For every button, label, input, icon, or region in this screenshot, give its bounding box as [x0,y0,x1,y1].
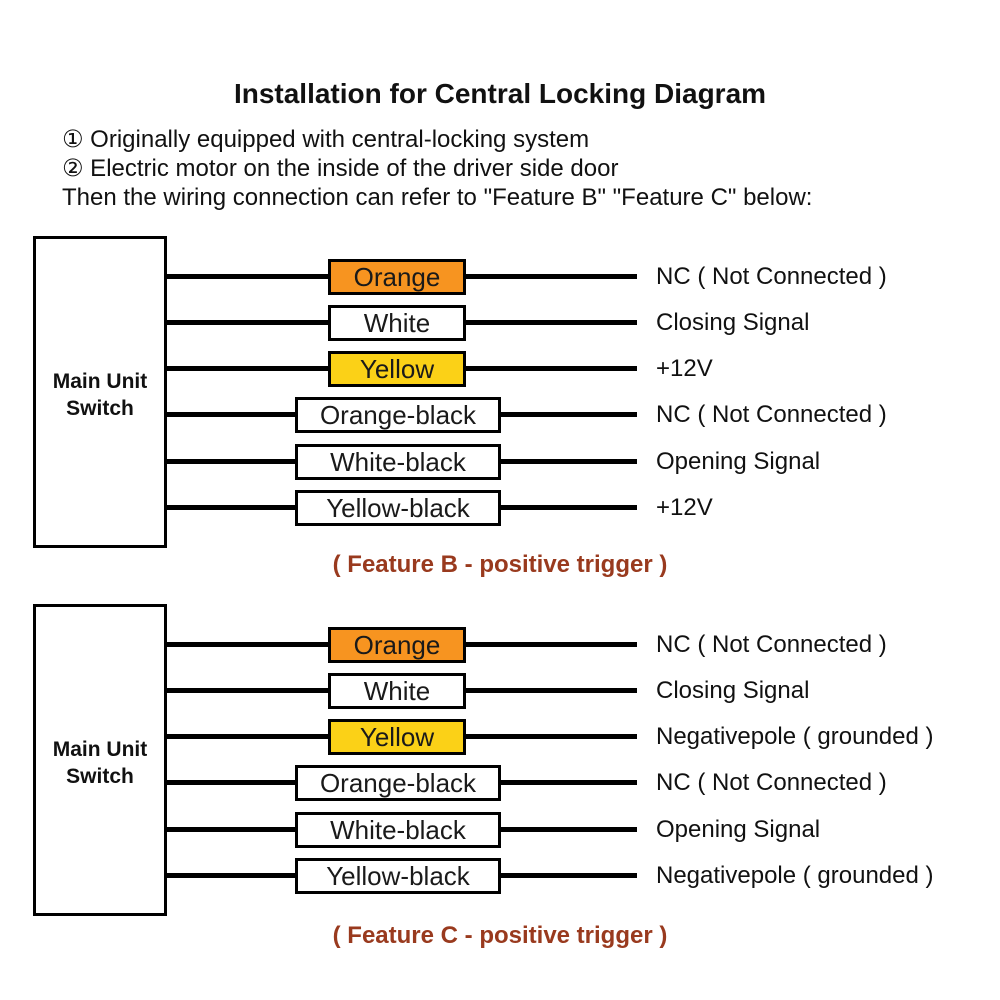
wire-left [164,366,331,371]
wire-row-orange: Orange NC ( Not Connected ) [0,259,1000,295]
wire-left [164,412,298,417]
wire-right [498,459,637,464]
wire-row-white-black: White-black Opening Signal [0,444,1000,480]
wire-right [498,505,637,510]
wire-label-box-yellow-black: Yellow-black [295,858,501,894]
wire-row-white: White Closing Signal [0,305,1000,341]
wire-right [463,642,637,647]
signal-label: +12V [656,355,713,382]
wire-label-box-orange: Orange [328,259,466,295]
main-unit-switch-box [33,604,167,916]
wire-right [463,274,637,279]
wire-right [498,873,637,878]
note-line-2: ② Electric motor on the inside of the dr… [62,155,619,182]
signal-label: Closing Signal [656,677,810,704]
signal-label: Negativepole ( grounded ) [656,862,934,889]
wire-right [463,320,637,325]
note-line-3: Then the wiring connection can refer to … [62,184,813,211]
wire-label-box-orange-black: Orange-black [295,397,501,433]
wire-right [498,827,637,832]
wire-left [164,827,298,832]
instruction-notes: ① Originally equipped with central-locki… [62,125,812,212]
signal-label: Negativepole ( grounded ) [656,723,934,750]
wire-label-box-white-black: White-black [295,812,501,848]
signal-label: Opening Signal [656,448,821,475]
wire-row-yellow: Yellow +12V [0,351,1000,387]
wire-label-box-yellow: Yellow [328,719,466,755]
signal-label: NC ( Not Connected ) [656,769,887,796]
diagram-feature-c: Main Unit Switch Orange NC ( Not Connect… [0,604,1000,916]
wire-left [164,505,298,510]
signal-label: NC ( Not Connected ) [656,263,887,290]
diagram-feature-b: Main Unit Switch Orange NC ( Not Connect… [0,236,1000,548]
signal-label: Opening Signal [656,816,821,843]
wire-left [164,734,331,739]
wire-row-orange-black: Orange-black NC ( Not Connected ) [0,765,1000,801]
wire-right [498,780,637,785]
wire-row-yellow: Yellow Negativepole ( grounded ) [0,719,1000,755]
wire-left [164,642,331,647]
wire-left [164,873,298,878]
wire-label-box-yellow-black: Yellow-black [295,490,501,526]
main-unit-switch-label: Main Unit Switch [52,738,148,788]
wire-label-box-orange-black: Orange-black [295,765,501,801]
wire-left [164,274,331,279]
wire-left [164,320,331,325]
caption-feature-b: ( Feature B - positive trigger ) [332,551,668,578]
page-title: Installation for Central Locking Diagram [233,78,767,109]
caption-feature-c: ( Feature C - positive trigger ) [332,922,668,949]
wire-left [164,459,298,464]
wire-right [498,412,637,417]
wire-label-box-orange: Orange [328,627,466,663]
wire-row-white-black: White-black Opening Signal [0,812,1000,848]
wire-left [164,780,298,785]
wire-right [463,734,637,739]
signal-label: Closing Signal [656,309,810,336]
signal-label: +12V [656,494,713,521]
wire-label-box-white: White [328,305,466,341]
wire-label-box-yellow: Yellow [328,351,466,387]
wire-left [164,688,331,693]
signal-label: NC ( Not Connected ) [656,631,887,658]
note-line-1: ① Originally equipped with central-locki… [62,126,590,153]
wire-row-orange-black: Orange-black NC ( Not Connected ) [0,397,1000,433]
main-unit-switch-label: Main Unit Switch [52,370,148,420]
wire-row-yellow-black: Yellow-black +12V [0,490,1000,526]
wire-right [463,366,637,371]
wire-label-box-white: White [328,673,466,709]
wire-row-orange: Orange NC ( Not Connected ) [0,627,1000,663]
wire-label-box-white-black: White-black [295,444,501,480]
signal-label: NC ( Not Connected ) [656,401,887,428]
wire-row-white: White Closing Signal [0,673,1000,709]
wire-right [463,688,637,693]
main-unit-switch-box [33,236,167,548]
wire-row-yellow-black: Yellow-black Negativepole ( grounded ) [0,858,1000,894]
